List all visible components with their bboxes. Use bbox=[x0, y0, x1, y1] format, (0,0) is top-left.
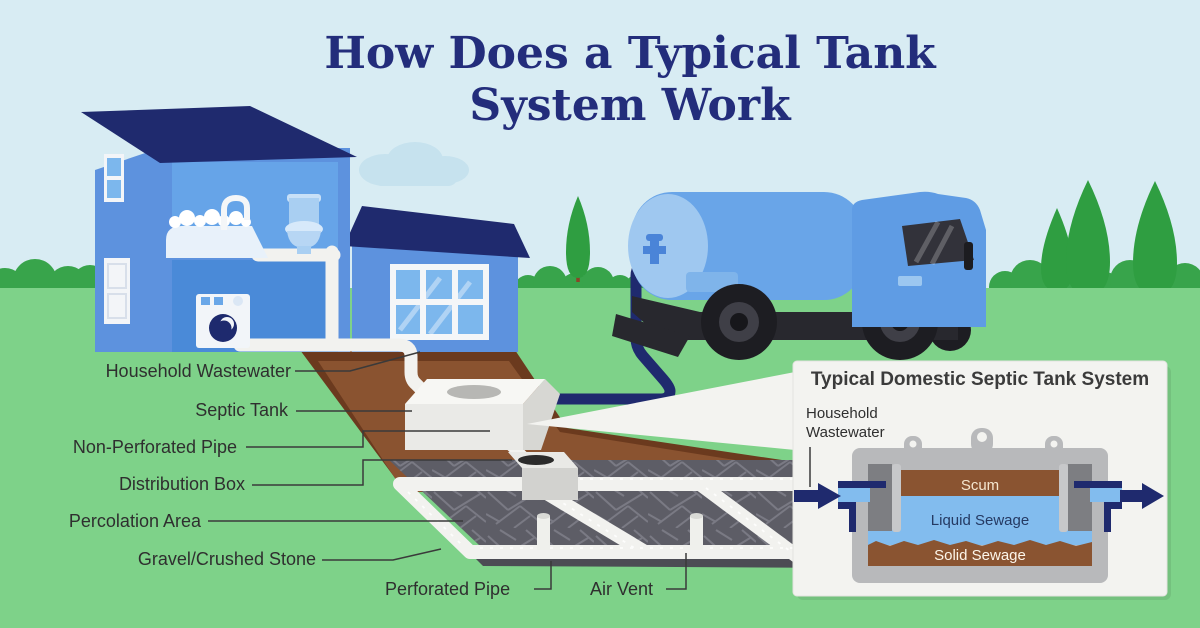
side-mirror-icon bbox=[964, 242, 973, 270]
inlet-outlet-pipes bbox=[838, 481, 1122, 532]
bathtub-icon bbox=[166, 194, 268, 258]
septic-tank-lid bbox=[447, 385, 501, 399]
label-leader-lines bbox=[208, 351, 811, 590]
house-roof bbox=[81, 106, 357, 163]
page-title-line2: System Work bbox=[469, 80, 791, 131]
tree-icons bbox=[566, 180, 1177, 295]
label-septic-tank: Septic Tank bbox=[195, 400, 288, 420]
septic-truck-illustration bbox=[612, 191, 986, 360]
inset-label-liquid-sewage: Liquid Sewage bbox=[930, 512, 1030, 529]
label-perforated-pipe: Perforated Pipe bbox=[385, 579, 511, 599]
inlet-baffle-pipe bbox=[892, 464, 901, 532]
toilet-icon bbox=[285, 194, 323, 254]
page-title: How Does a Typical Tank System Work bbox=[30, 28, 1200, 132]
distribution-box-graphic bbox=[508, 452, 578, 500]
liquid-sewage-layer bbox=[868, 496, 1092, 545]
scum-layer bbox=[901, 470, 1059, 496]
label-distribution-box: Distribution Box bbox=[118, 474, 245, 494]
truck-cab bbox=[852, 191, 986, 327]
cloud-icon bbox=[359, 142, 469, 186]
air-vent-pipes bbox=[537, 513, 703, 550]
septic-tank-graphic bbox=[405, 379, 560, 450]
solid-sewage-layer bbox=[868, 540, 1092, 566]
house-illustration bbox=[81, 106, 427, 395]
label-gravel-crushed-stone: Gravel/Crushed Stone bbox=[137, 549, 316, 569]
flow-arrow-icons bbox=[794, 483, 1164, 509]
label-percolation-area: Percolation Area bbox=[68, 511, 201, 531]
inset-label-solid-sewage: Solid Sewage bbox=[934, 547, 1026, 564]
inset-title: Typical Domestic Septic Tank System bbox=[810, 369, 1150, 390]
outlet-baffle-pipe bbox=[1059, 464, 1068, 532]
inset-panel bbox=[792, 360, 1171, 600]
label-air-vent: Air Vent bbox=[590, 579, 654, 599]
washing-machine-icon bbox=[196, 294, 250, 348]
front-door bbox=[104, 258, 130, 324]
callout-wedge bbox=[527, 372, 795, 450]
upper-window bbox=[104, 154, 124, 202]
garage-annex bbox=[344, 206, 530, 352]
label-non-perforated-pipe: Non-Perforated Pipe bbox=[72, 437, 237, 457]
faucet-icon bbox=[221, 194, 250, 230]
page-title-line1: How Does a Typical Tank bbox=[324, 28, 936, 79]
garage-window bbox=[390, 264, 489, 340]
label-household-wastewater: Household Wastewater bbox=[105, 361, 291, 381]
household-drain-pipes bbox=[233, 245, 427, 395]
inset-label-wastewater: Wastewater bbox=[806, 424, 885, 441]
perforated-pipe-network bbox=[393, 477, 827, 564]
tank-valve bbox=[643, 234, 666, 264]
inset-label-scum: Scum bbox=[960, 477, 1000, 494]
inset-label-household: Household bbox=[806, 405, 878, 422]
inset-tank-graphic bbox=[794, 428, 1164, 583]
